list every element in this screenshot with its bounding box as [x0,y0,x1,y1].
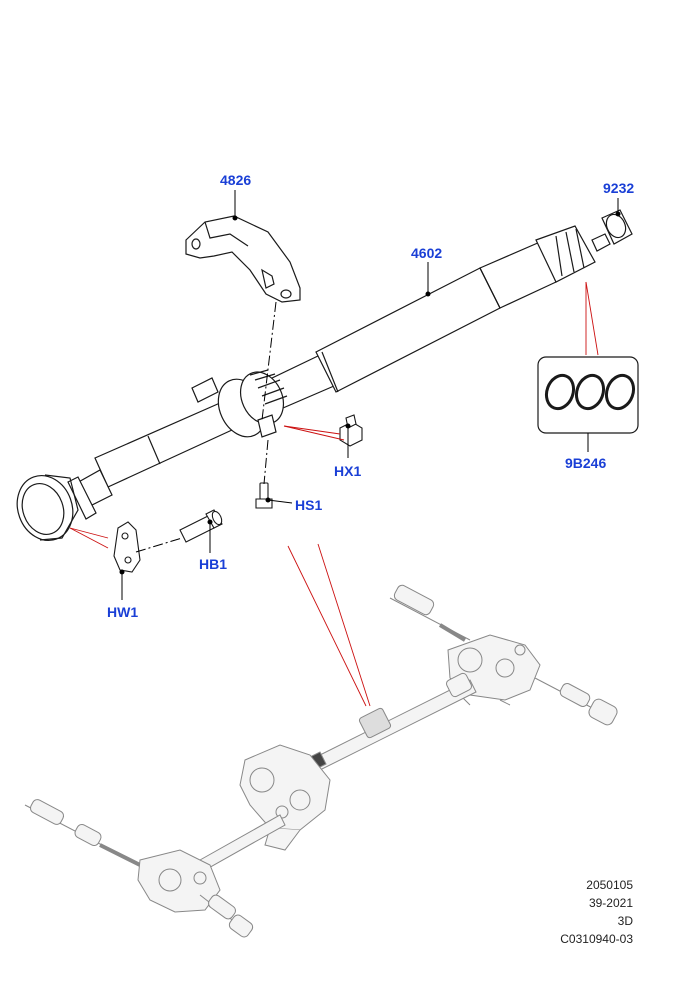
callout-9b246[interactable]: 9B246 [565,455,607,471]
front-differential [137,849,221,913]
callout-4826[interactable]: 4826 [220,172,252,188]
callout-hx1[interactable]: HX1 [334,463,362,479]
oring-kit [537,356,639,434]
bearing-bracket [185,215,301,303]
bolt-part [179,509,223,543]
vehicle-driveline-assembly [24,584,618,938]
leader-lines [119,190,621,600]
clip-part [339,414,363,447]
reference-view: 3D [617,914,633,928]
callout-hb1[interactable]: HB1 [199,556,228,572]
reference-date: 39-2021 [588,896,633,910]
callout-hw1[interactable]: HW1 [107,604,139,620]
transfer-case [239,744,331,851]
callout-hs1[interactable]: HS1 [295,497,323,513]
front-halfshaft-left [24,799,151,872]
pointer-lines [69,281,599,707]
center-support-bearing [191,369,288,438]
assembly-propshaft [299,672,477,775]
washer-plate-part [113,521,141,573]
reference-number: 2050105 [586,878,633,892]
front-halfshaft-right [199,894,254,938]
rear-halfshaft-left [389,584,471,642]
callout-9232[interactable]: 9232 [603,180,635,196]
rear-halfshaft-right [534,677,618,726]
screw-part [255,482,273,509]
reference-code: C0310940-03 [560,932,633,946]
callout-4602[interactable]: 4602 [411,245,443,261]
